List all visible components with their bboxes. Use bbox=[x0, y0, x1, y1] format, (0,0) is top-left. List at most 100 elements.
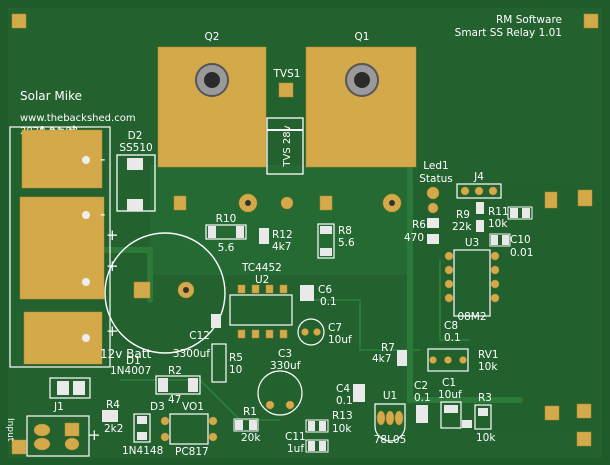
product-label: Smart SS Relay 1.01 bbox=[455, 27, 562, 39]
r1-pad bbox=[235, 420, 243, 430]
r4-label: R4 bbox=[106, 399, 120, 411]
load-pad-mid bbox=[19, 196, 105, 300]
c10-pad bbox=[502, 235, 509, 245]
u1-pin bbox=[394, 410, 404, 426]
mount-pad bbox=[544, 191, 558, 209]
load-via bbox=[82, 334, 90, 342]
tvs1-value: TVS 28v bbox=[282, 125, 293, 167]
j1-outline bbox=[26, 415, 90, 457]
j1-pin bbox=[33, 437, 51, 451]
j4-label: J4 bbox=[473, 171, 484, 183]
u1-pin bbox=[376, 410, 386, 426]
r5-body bbox=[211, 343, 227, 383]
rv1-body bbox=[427, 348, 469, 372]
c12-hole bbox=[183, 287, 189, 293]
r8-body bbox=[317, 223, 335, 259]
load-via bbox=[82, 156, 90, 164]
r2-pad bbox=[188, 378, 198, 392]
load-via bbox=[82, 211, 90, 219]
c1-label: C1 bbox=[442, 377, 456, 389]
load-outline bbox=[9, 126, 111, 368]
q1-label: Q1 bbox=[355, 31, 370, 43]
input-label: Input bbox=[5, 418, 15, 442]
c11-pad bbox=[308, 441, 315, 451]
led1-label: Led1 bbox=[423, 160, 448, 172]
tvs1-label: TVS1 bbox=[273, 68, 301, 80]
r8-pad bbox=[320, 248, 332, 256]
load-plus: + bbox=[106, 322, 119, 340]
mount-pad bbox=[11, 13, 27, 29]
d3-pad bbox=[137, 416, 147, 424]
trace bbox=[439, 260, 470, 341]
c7-value: 10uf bbox=[328, 334, 352, 346]
r13-pad bbox=[308, 421, 315, 431]
r8-pad bbox=[320, 226, 332, 234]
r13-label: R13 bbox=[332, 410, 353, 422]
load-minus: - bbox=[100, 205, 105, 223]
c3-value: 330uf bbox=[270, 360, 301, 372]
pad bbox=[173, 195, 187, 211]
d2-pad bbox=[127, 199, 143, 211]
d3-body bbox=[133, 413, 151, 443]
r3-pad bbox=[478, 408, 488, 416]
r13-pad bbox=[319, 421, 326, 431]
vo1-pin bbox=[160, 416, 170, 426]
u2-body bbox=[229, 294, 293, 326]
u2-value: TC4452 bbox=[241, 262, 282, 274]
r1-label: R1 bbox=[243, 406, 257, 418]
r13-body bbox=[305, 419, 329, 433]
c12-outline bbox=[104, 232, 226, 354]
d1-pad bbox=[57, 381, 69, 395]
r3-body bbox=[474, 404, 492, 430]
c12-smd-pad bbox=[211, 314, 221, 328]
pad bbox=[280, 196, 294, 210]
load-via bbox=[82, 278, 90, 286]
r11-pad bbox=[522, 208, 530, 218]
r10-pad bbox=[208, 226, 216, 238]
vo1-pin bbox=[160, 432, 170, 442]
d2-label: D2 bbox=[128, 130, 143, 142]
c7-pad bbox=[313, 328, 321, 336]
u3-label: U3 bbox=[465, 237, 479, 249]
u2-pins bbox=[237, 284, 288, 339]
r1-body bbox=[233, 418, 259, 432]
c11-value: 1uf bbox=[287, 443, 304, 455]
c6-value: 0.1 bbox=[320, 296, 337, 308]
r10-pad bbox=[236, 226, 244, 238]
d3-pad bbox=[137, 432, 147, 440]
c4-pad bbox=[353, 384, 365, 402]
r10-value: 5.6 bbox=[218, 242, 235, 254]
c6-label: C6 bbox=[318, 284, 332, 296]
vo1-value: PC817 bbox=[175, 446, 209, 458]
r1-value: 20k bbox=[241, 432, 261, 444]
r11-label: R11 bbox=[488, 206, 509, 218]
c8-value: 0.1 bbox=[444, 332, 461, 344]
r6-value: 470 bbox=[404, 232, 424, 244]
pad bbox=[319, 195, 333, 211]
rv1-pin bbox=[459, 356, 467, 364]
u3-body bbox=[453, 249, 491, 317]
r12-pad bbox=[259, 228, 269, 244]
load-pad-bottom bbox=[23, 311, 103, 365]
copper-zone-right bbox=[410, 185, 600, 430]
mount-pad bbox=[11, 439, 27, 455]
load-plus: + bbox=[106, 226, 119, 244]
c7-label: C7 bbox=[328, 322, 342, 334]
d3-label: D3 bbox=[150, 401, 165, 413]
d2-value: SS510 bbox=[119, 142, 152, 154]
r9-pad bbox=[476, 220, 484, 232]
vo1-pin bbox=[208, 416, 218, 426]
c12-pad bbox=[133, 281, 151, 299]
r7-value: 4k7 bbox=[372, 353, 391, 365]
r6-pad bbox=[427, 218, 439, 228]
r3-label: R3 bbox=[478, 392, 492, 404]
r11-value: 10k bbox=[488, 218, 508, 230]
r12-label: R12 bbox=[272, 229, 293, 241]
c7-pad bbox=[301, 328, 309, 336]
mount-pad bbox=[576, 431, 592, 447]
c3-pad bbox=[265, 400, 275, 410]
vo1-pin bbox=[208, 432, 218, 442]
j1-pin bbox=[64, 422, 80, 437]
c8-label: C8 bbox=[444, 320, 458, 332]
c1-value: 10uf bbox=[438, 389, 462, 401]
